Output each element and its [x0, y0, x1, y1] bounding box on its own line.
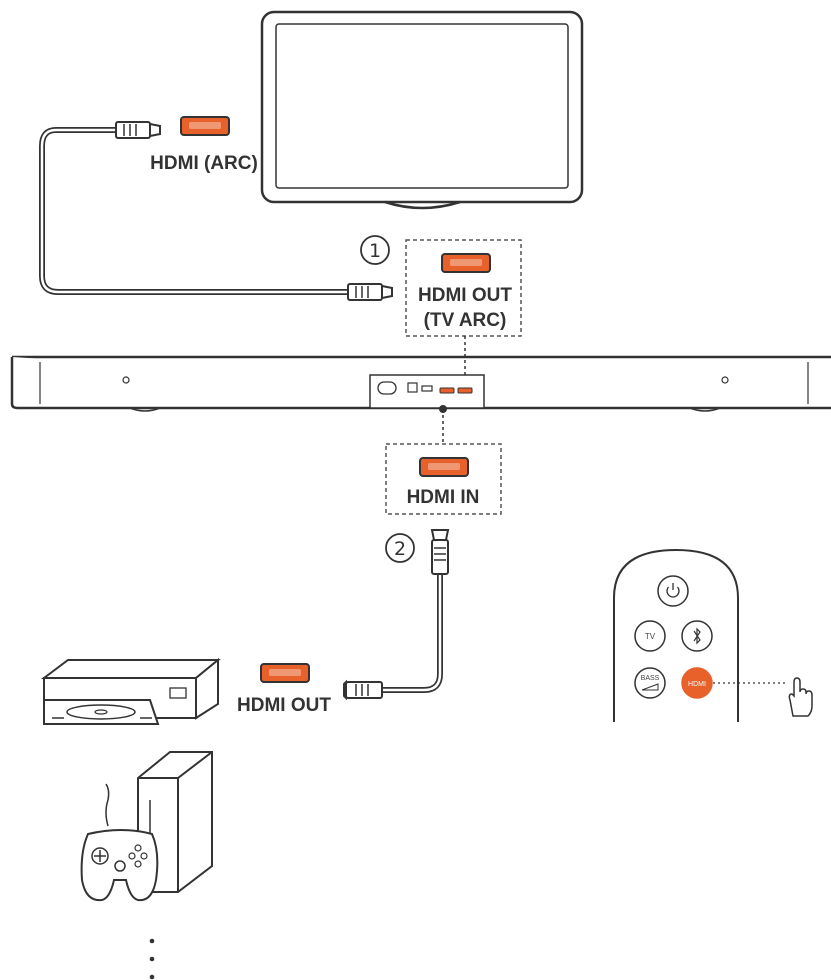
tv	[260, 10, 584, 210]
bluetooth-icon	[693, 627, 701, 645]
remote-hdmi-label: HDMI	[688, 681, 706, 688]
step-2-number: 2	[394, 538, 406, 560]
hdmi-cable-1	[39, 127, 353, 295]
player-hdmi-label: HDMI OUT	[237, 695, 331, 716]
remote-power-button[interactable]	[657, 575, 689, 607]
soundbar-out-label-line2: (TV ARC)	[424, 310, 507, 331]
step-2-badge: 2	[385, 533, 415, 563]
hdmi-plug-bottom-icon	[347, 283, 393, 301]
tv-hdmi-port-icon	[180, 116, 230, 136]
remote-bluetooth-button[interactable]	[681, 620, 713, 652]
soundbar-in-port-icon	[419, 457, 469, 477]
player-hdmi-port-icon	[260, 663, 310, 683]
game-controller-icon	[80, 783, 159, 902]
step-1-number: 1	[369, 240, 381, 262]
more-devices-ellipsis	[149, 938, 155, 980]
hdmi-plug-top-icon	[115, 121, 161, 139]
pointing-hand-icon	[788, 677, 813, 717]
remote-bass-button[interactable]: BASS	[634, 667, 666, 699]
power-icon	[666, 583, 680, 598]
remote-tv-button[interactable]: TV	[634, 620, 666, 652]
tv-hdmi-label: HDMI (ARC)	[150, 153, 258, 174]
soundbar	[10, 355, 831, 412]
remote-bass-label: BASS	[641, 675, 660, 682]
remote-hdmi-button[interactable]: HDMI	[681, 667, 713, 699]
hdmi-plug-horizontal-icon	[343, 679, 383, 701]
hdmi-plug-vertical-icon	[430, 529, 450, 575]
soundbar-out-port-icon	[441, 253, 491, 273]
hdmi-in-callout: HDMI IN	[385, 443, 502, 515]
hdmi-out-callout: HDMI OUT (TV ARC)	[405, 239, 522, 337]
soundbar-in-label: HDMI IN	[407, 487, 480, 508]
step-1-badge: 1	[360, 235, 390, 265]
hdmi-cable-2	[377, 569, 443, 693]
soundbar-out-label-line1: HDMI OUT	[418, 285, 512, 306]
remote-tv-label: TV	[645, 632, 656, 641]
disc-player-icon	[41, 657, 221, 725]
